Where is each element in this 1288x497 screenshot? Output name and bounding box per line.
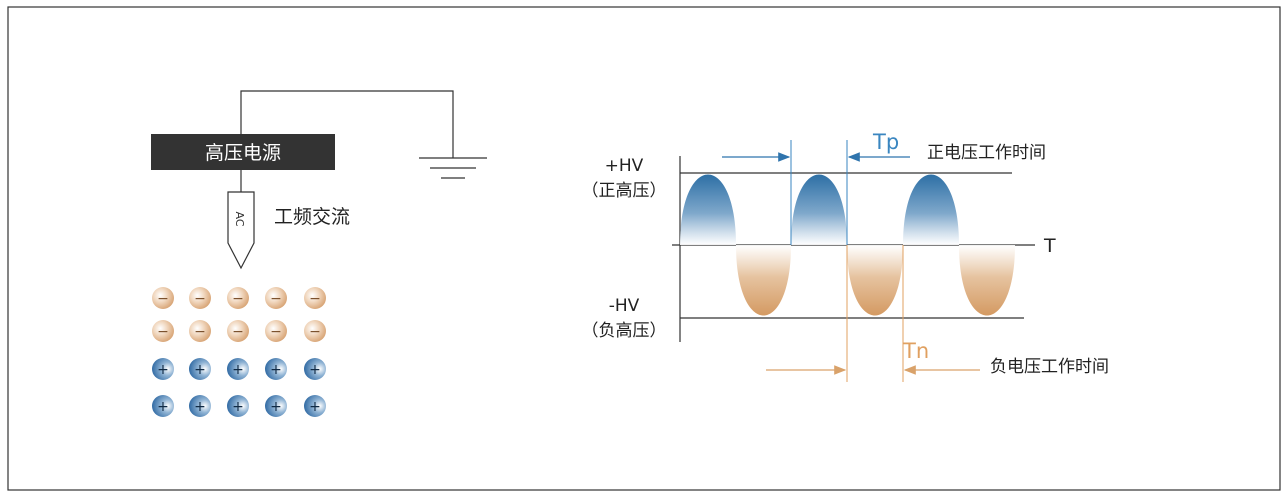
positive-ion-icon: + <box>227 358 249 380</box>
negative-ion-icon: − <box>227 320 249 342</box>
ac-description: 工频交流 <box>274 206 350 228</box>
neg-hv-label: -HV <box>609 296 640 316</box>
positive-ion-icon: + <box>304 395 326 417</box>
negative-ion-icon: − <box>265 287 287 309</box>
positive-ion-icon: + <box>265 358 287 380</box>
tp-label: Tp <box>872 130 899 154</box>
svg-text:+: + <box>157 362 169 378</box>
ground-wire <box>240 90 454 158</box>
pos-hv-label: +HV <box>605 156 644 176</box>
svg-text:−: − <box>194 291 206 307</box>
positive-ion-icon: + <box>189 358 211 380</box>
power-supply-box <box>151 134 335 170</box>
negative-ion-icon: − <box>304 287 326 309</box>
negative-ion-icon: − <box>227 287 249 309</box>
neg-lobe <box>847 245 903 316</box>
negative-ion-icon: − <box>152 287 174 309</box>
negative-ion-icon: − <box>152 320 174 342</box>
svg-text:+: + <box>157 399 169 415</box>
power-supply-label: 高压电源 <box>205 142 281 164</box>
tn-label: Tn <box>902 339 929 363</box>
positive-ion-icon: + <box>189 395 211 417</box>
svg-text:−: − <box>232 324 244 340</box>
svg-text:−: − <box>309 291 321 307</box>
pos-lobe <box>903 174 959 245</box>
time-axis-label: T <box>1043 235 1056 257</box>
svg-text:−: − <box>270 291 282 307</box>
pos-lobe <box>680 174 736 245</box>
svg-text:+: + <box>309 399 321 415</box>
neg-lobe <box>959 245 1015 316</box>
svg-text:−: − <box>194 324 206 340</box>
svg-text:+: + <box>194 362 206 378</box>
positive-ion-icon: + <box>152 395 174 417</box>
svg-text:−: − <box>232 291 244 307</box>
svg-text:+: + <box>270 362 282 378</box>
negative-ion-icon: − <box>189 287 211 309</box>
negative-ion-icon: − <box>189 320 211 342</box>
svg-text:+: + <box>270 399 282 415</box>
svg-text:+: + <box>309 362 321 378</box>
emitter-needle-icon <box>227 191 255 270</box>
svg-text:−: − <box>157 324 169 340</box>
positive-ion-icon: + <box>304 358 326 380</box>
outer-border <box>7 6 1281 491</box>
negative-ion-icon: − <box>265 320 287 342</box>
pos-lobe <box>791 174 847 245</box>
positive-ion-icon: + <box>265 395 287 417</box>
positive-ion-icon: + <box>152 358 174 380</box>
neg-hv-sublabel: （负高压） <box>582 321 667 341</box>
positive-ion-icon: + <box>227 395 249 417</box>
svg-text:−: − <box>157 291 169 307</box>
ac-label: AC <box>233 211 246 226</box>
svg-text:+: + <box>194 399 206 415</box>
neg-lobe <box>736 245 791 316</box>
pos-time-label: 正电压工作时间 <box>927 143 1046 163</box>
svg-text:+: + <box>232 399 244 415</box>
neg-time-label: 负电压工作时间 <box>990 357 1109 377</box>
ion-grid: − − − − − − − − − − + + + + + + + + + + <box>152 287 326 417</box>
svg-text:+: + <box>232 362 244 378</box>
ground-icon <box>419 157 487 179</box>
svg-text:−: − <box>309 324 321 340</box>
pos-hv-sublabel: （正高压） <box>582 181 667 201</box>
svg-text:−: − <box>270 324 282 340</box>
negative-ion-icon: − <box>304 320 326 342</box>
